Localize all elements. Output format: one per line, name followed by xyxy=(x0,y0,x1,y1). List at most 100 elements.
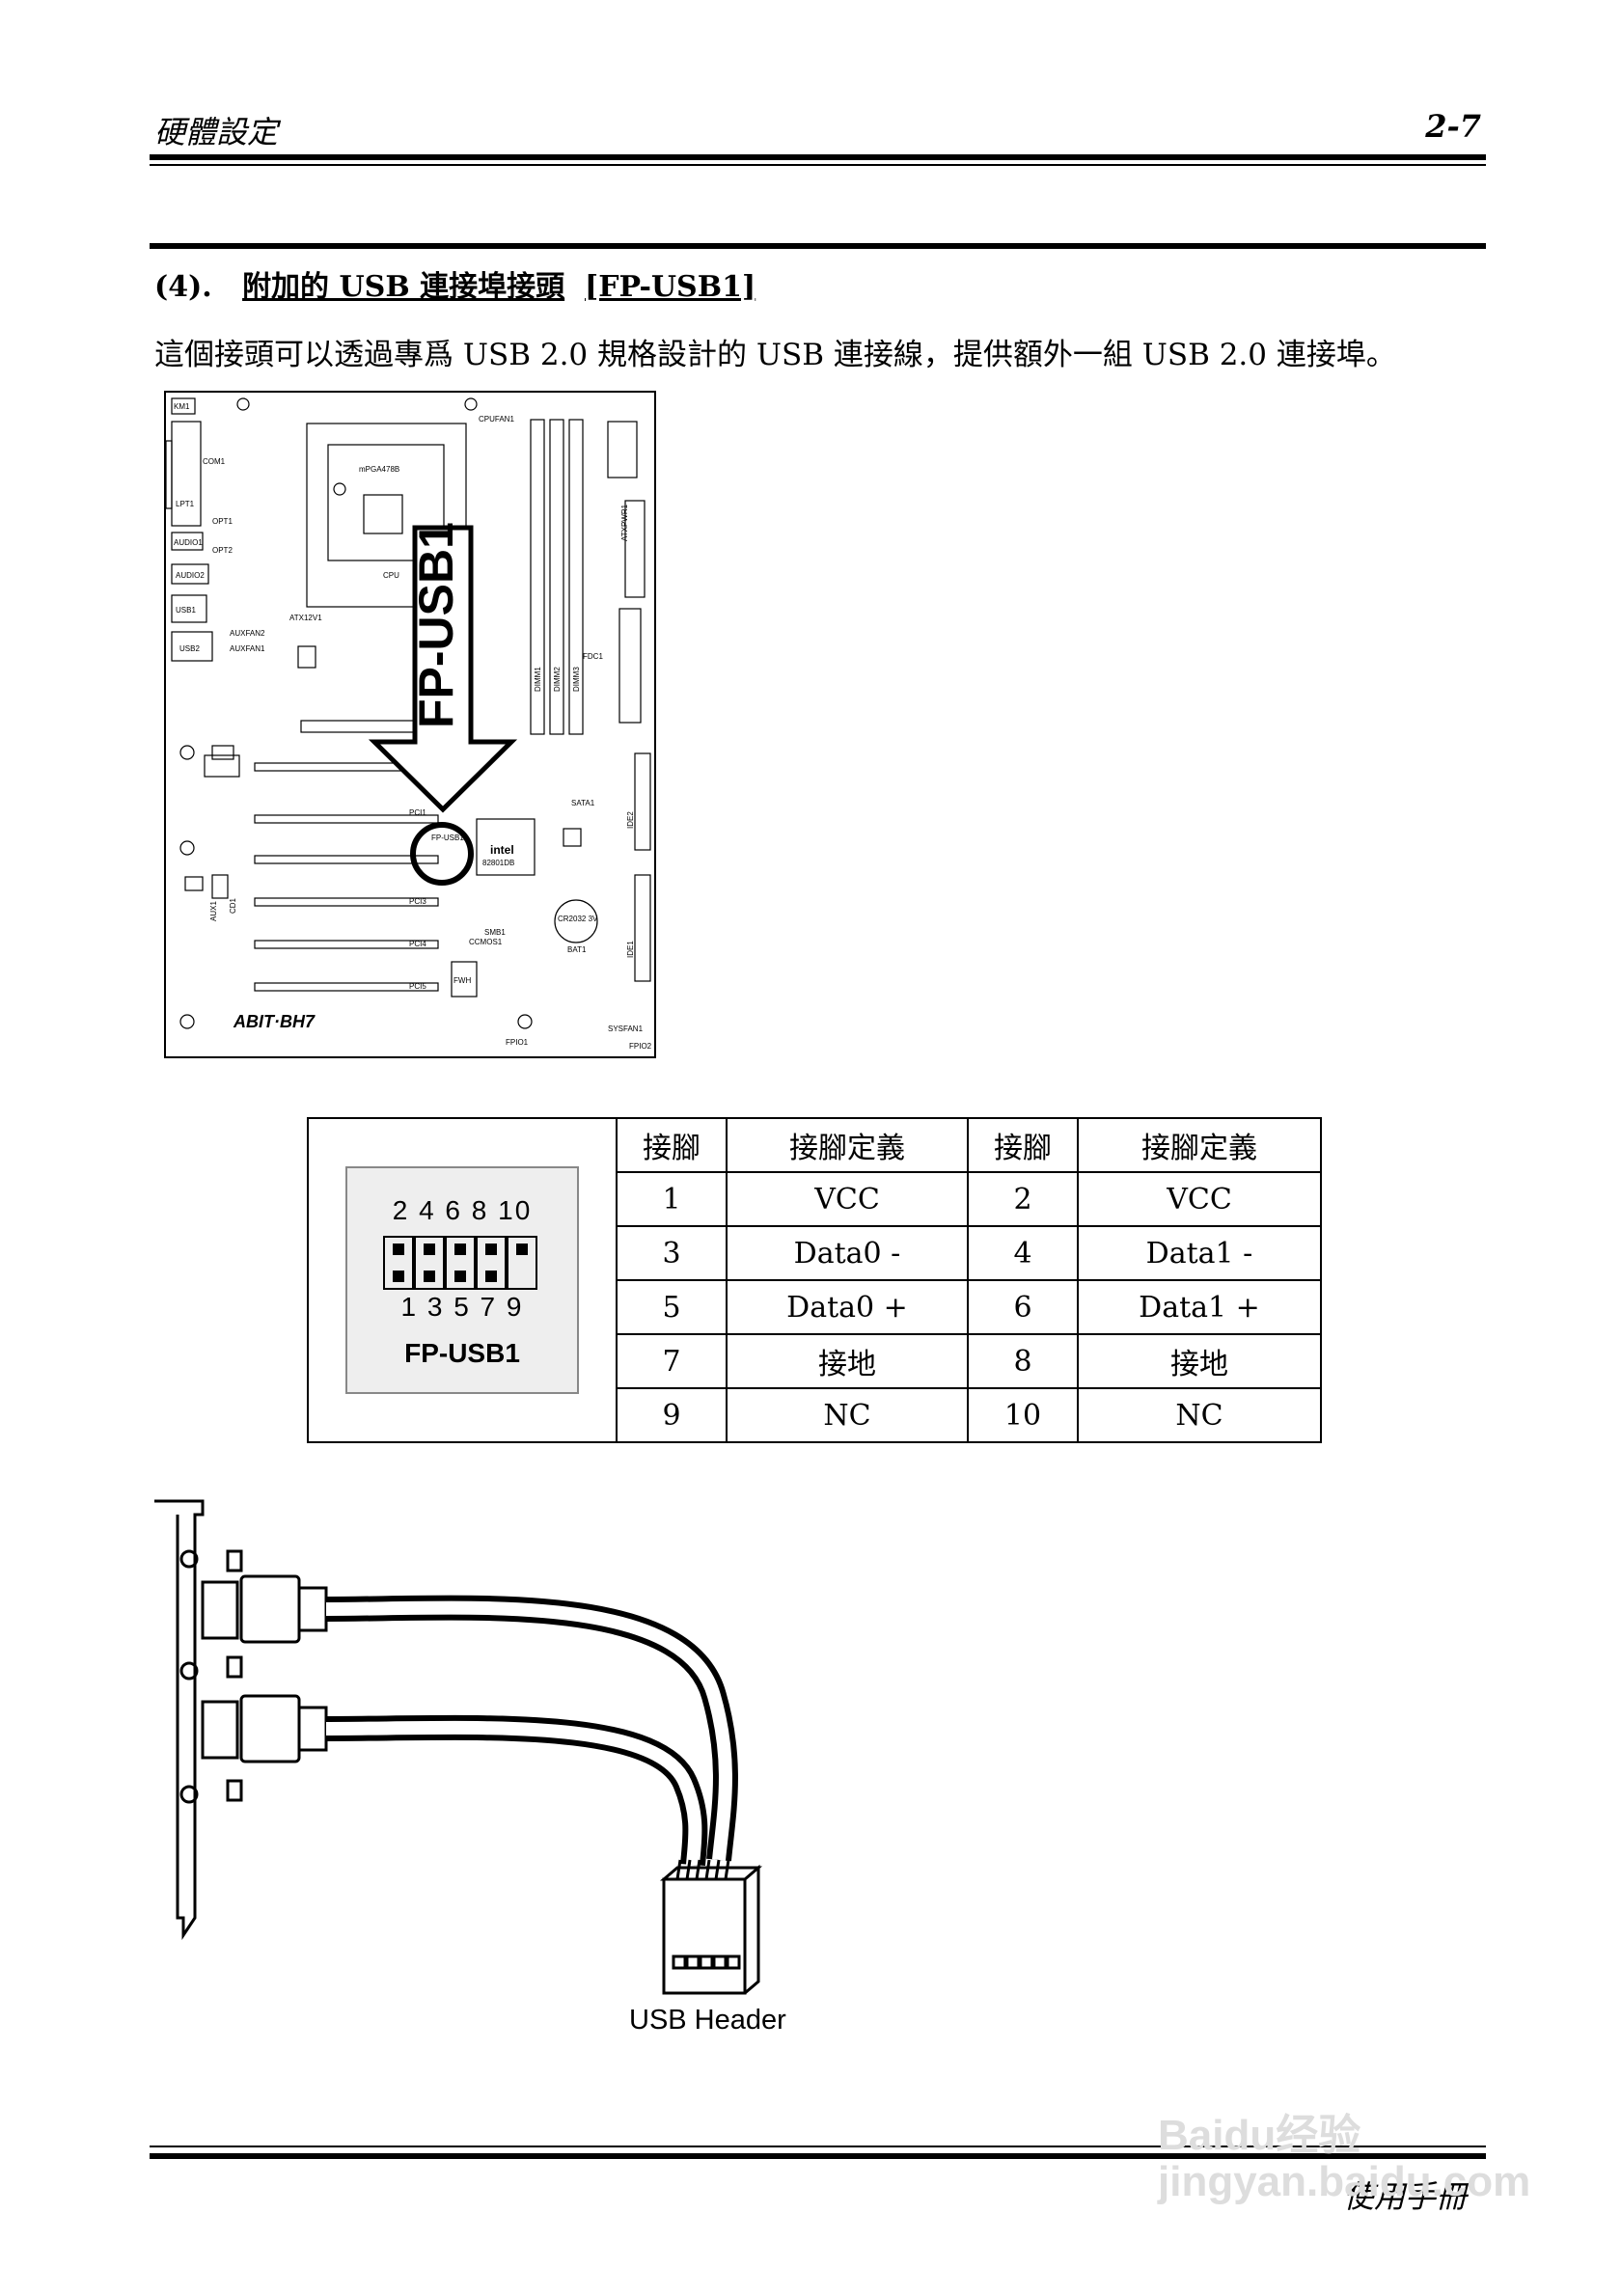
mount-hole xyxy=(179,1014,195,1029)
pin-figure-cell: 2 4 6 8 10 1 3 5 7 9 xyxy=(307,1117,618,1443)
dimm-slot xyxy=(549,419,564,735)
label-atx12v1: ATX12V1 xyxy=(289,614,322,622)
label-cpu: CPU xyxy=(383,571,399,580)
table-cell: 7 xyxy=(616,1333,728,1389)
audio1-port xyxy=(171,532,204,551)
label-fwh: FWH xyxy=(453,976,471,985)
footer-rule-thin xyxy=(150,2146,1486,2147)
label-sysfan1: SYSFAN1 xyxy=(608,1025,644,1033)
fwh-chip xyxy=(451,961,478,998)
label-usb1: USB1 xyxy=(176,606,196,615)
small-chip xyxy=(563,828,582,847)
table-cell: NC xyxy=(726,1387,969,1443)
table-row: 9 NC 10 NC xyxy=(308,1387,1322,1443)
usb1-port xyxy=(171,594,207,623)
mount-hole xyxy=(179,745,195,760)
pin-definition-table: 2 4 6 8 10 1 3 5 7 9 xyxy=(307,1117,1322,1443)
label-audio1: AUDIO1 xyxy=(174,538,203,547)
aux-connector xyxy=(211,874,229,899)
table-row: 3 Data0 - 4 Data1 - xyxy=(308,1225,1322,1281)
footer-rule-thick xyxy=(150,2153,1486,2159)
pin-numbers-odd: 1 3 5 7 9 xyxy=(400,1292,524,1322)
motherboard-svg: FP-USB1 KM1 COM1 LPT1 OPT1 OPT2 AUDIO1 A… xyxy=(165,397,652,1051)
label-intel: intel xyxy=(490,843,514,857)
label-fpio1: FPIO1 xyxy=(506,1038,529,1047)
pci-slot xyxy=(254,814,439,824)
ide-connector xyxy=(634,752,651,851)
mount-hole xyxy=(517,1014,533,1029)
label-usb2: USB2 xyxy=(179,644,200,653)
motherboard-diagram: FP-USB1 KM1 COM1 LPT1 OPT1 OPT2 AUDIO1 A… xyxy=(164,391,656,1058)
label-dimm2: DIMM2 xyxy=(553,667,562,692)
table-cell: Data1 - xyxy=(1077,1225,1322,1281)
col-header: 接腳定義 xyxy=(726,1117,969,1173)
usb2-port xyxy=(171,631,213,662)
table-cell: 接地 xyxy=(1077,1333,1322,1389)
port-edge xyxy=(165,440,173,509)
small-chip xyxy=(211,745,234,760)
label-fpusb1: FP-USB1 xyxy=(431,834,464,842)
cmos-battery xyxy=(554,899,598,943)
col-header: 接腳 xyxy=(967,1117,1079,1173)
label-com1: COM1 xyxy=(203,457,226,466)
pci-slot xyxy=(254,940,439,949)
mount-hole xyxy=(333,482,346,496)
mount-hole xyxy=(464,397,478,411)
mount-hole xyxy=(179,840,195,856)
table-cell: 2 xyxy=(967,1171,1079,1227)
label-opt1: OPT1 xyxy=(212,517,233,526)
chip xyxy=(297,645,316,669)
col-header: 接腳定義 xyxy=(1077,1117,1322,1173)
pci-slot xyxy=(254,982,439,992)
cpu-socket-inner xyxy=(327,444,445,561)
label-km1: KM1 xyxy=(174,402,190,411)
table-row: 5 Data0 + 6 Data1 + xyxy=(308,1279,1322,1335)
pin-header-grid xyxy=(383,1236,537,1290)
io-chip xyxy=(607,421,638,478)
table-cell: 4 xyxy=(967,1225,1079,1281)
km1-port xyxy=(171,397,196,415)
table-row: 2 4 6 8 10 1 3 5 7 9 xyxy=(307,1117,1322,1443)
section-rule xyxy=(150,243,1486,249)
label-cpufan1: CPUFAN1 xyxy=(479,415,514,424)
southbridge-chip xyxy=(476,818,536,876)
label-chip: 82801DB xyxy=(482,859,514,867)
label-smb1: SMB1 xyxy=(484,928,506,937)
pci-bracket xyxy=(154,1499,205,1940)
col-header: 接腳 xyxy=(616,1117,728,1173)
label-pci1: PCI1 xyxy=(409,808,426,817)
label-fdc1: FDC1 xyxy=(583,652,603,661)
intro-text: 這個接頭可以透過專爲 USB 2.0 規格設計的 USB 連接線，提供額外一組 … xyxy=(154,338,1396,372)
label-cd1: CD1 xyxy=(229,897,237,914)
table-cell: 接地 xyxy=(726,1333,969,1389)
label-dimm1: DIMM1 xyxy=(534,667,542,692)
label-battery: CR2032 3V xyxy=(558,915,598,923)
table-cell: 5 xyxy=(616,1279,728,1335)
chapter-title: 硬體設定 xyxy=(154,114,279,150)
mount-hole xyxy=(236,397,250,411)
label-lpt1: LPT1 xyxy=(176,500,195,508)
dimm-slot xyxy=(530,419,545,735)
ide-connector xyxy=(634,874,651,982)
table-cell: NC xyxy=(1077,1387,1322,1443)
fp-usb1-callout: FP-USB1 xyxy=(409,522,463,728)
audio2-port xyxy=(171,563,209,585)
chip xyxy=(204,754,240,778)
pin-numbers-even: 2 4 6 8 10 xyxy=(392,1195,533,1225)
pin-header-figure: 2 4 6 8 10 1 3 5 7 9 xyxy=(345,1166,579,1394)
lpt-com-port xyxy=(171,421,202,527)
fdc-connector xyxy=(618,608,642,724)
section-title-text: 附加的 USB 連接埠接頭 xyxy=(242,270,565,304)
cpu-die xyxy=(363,494,403,534)
page-number: 2-7 xyxy=(1425,108,1481,145)
label-pci3: PCI3 xyxy=(409,897,426,906)
table-cell: VCC xyxy=(726,1171,969,1227)
label-atxpwr1: ATXPWR1 xyxy=(620,504,629,541)
table-cell: 3 xyxy=(616,1225,728,1281)
pin-figure-label: FP-USB1 xyxy=(404,1338,520,1368)
label-pci4: PCI4 xyxy=(409,940,426,948)
fp-usb1-arrow xyxy=(368,525,518,813)
table-cell: 8 xyxy=(967,1333,1079,1389)
small-chip xyxy=(184,876,204,891)
label-auxfan1: AUXFAN1 xyxy=(230,644,265,653)
